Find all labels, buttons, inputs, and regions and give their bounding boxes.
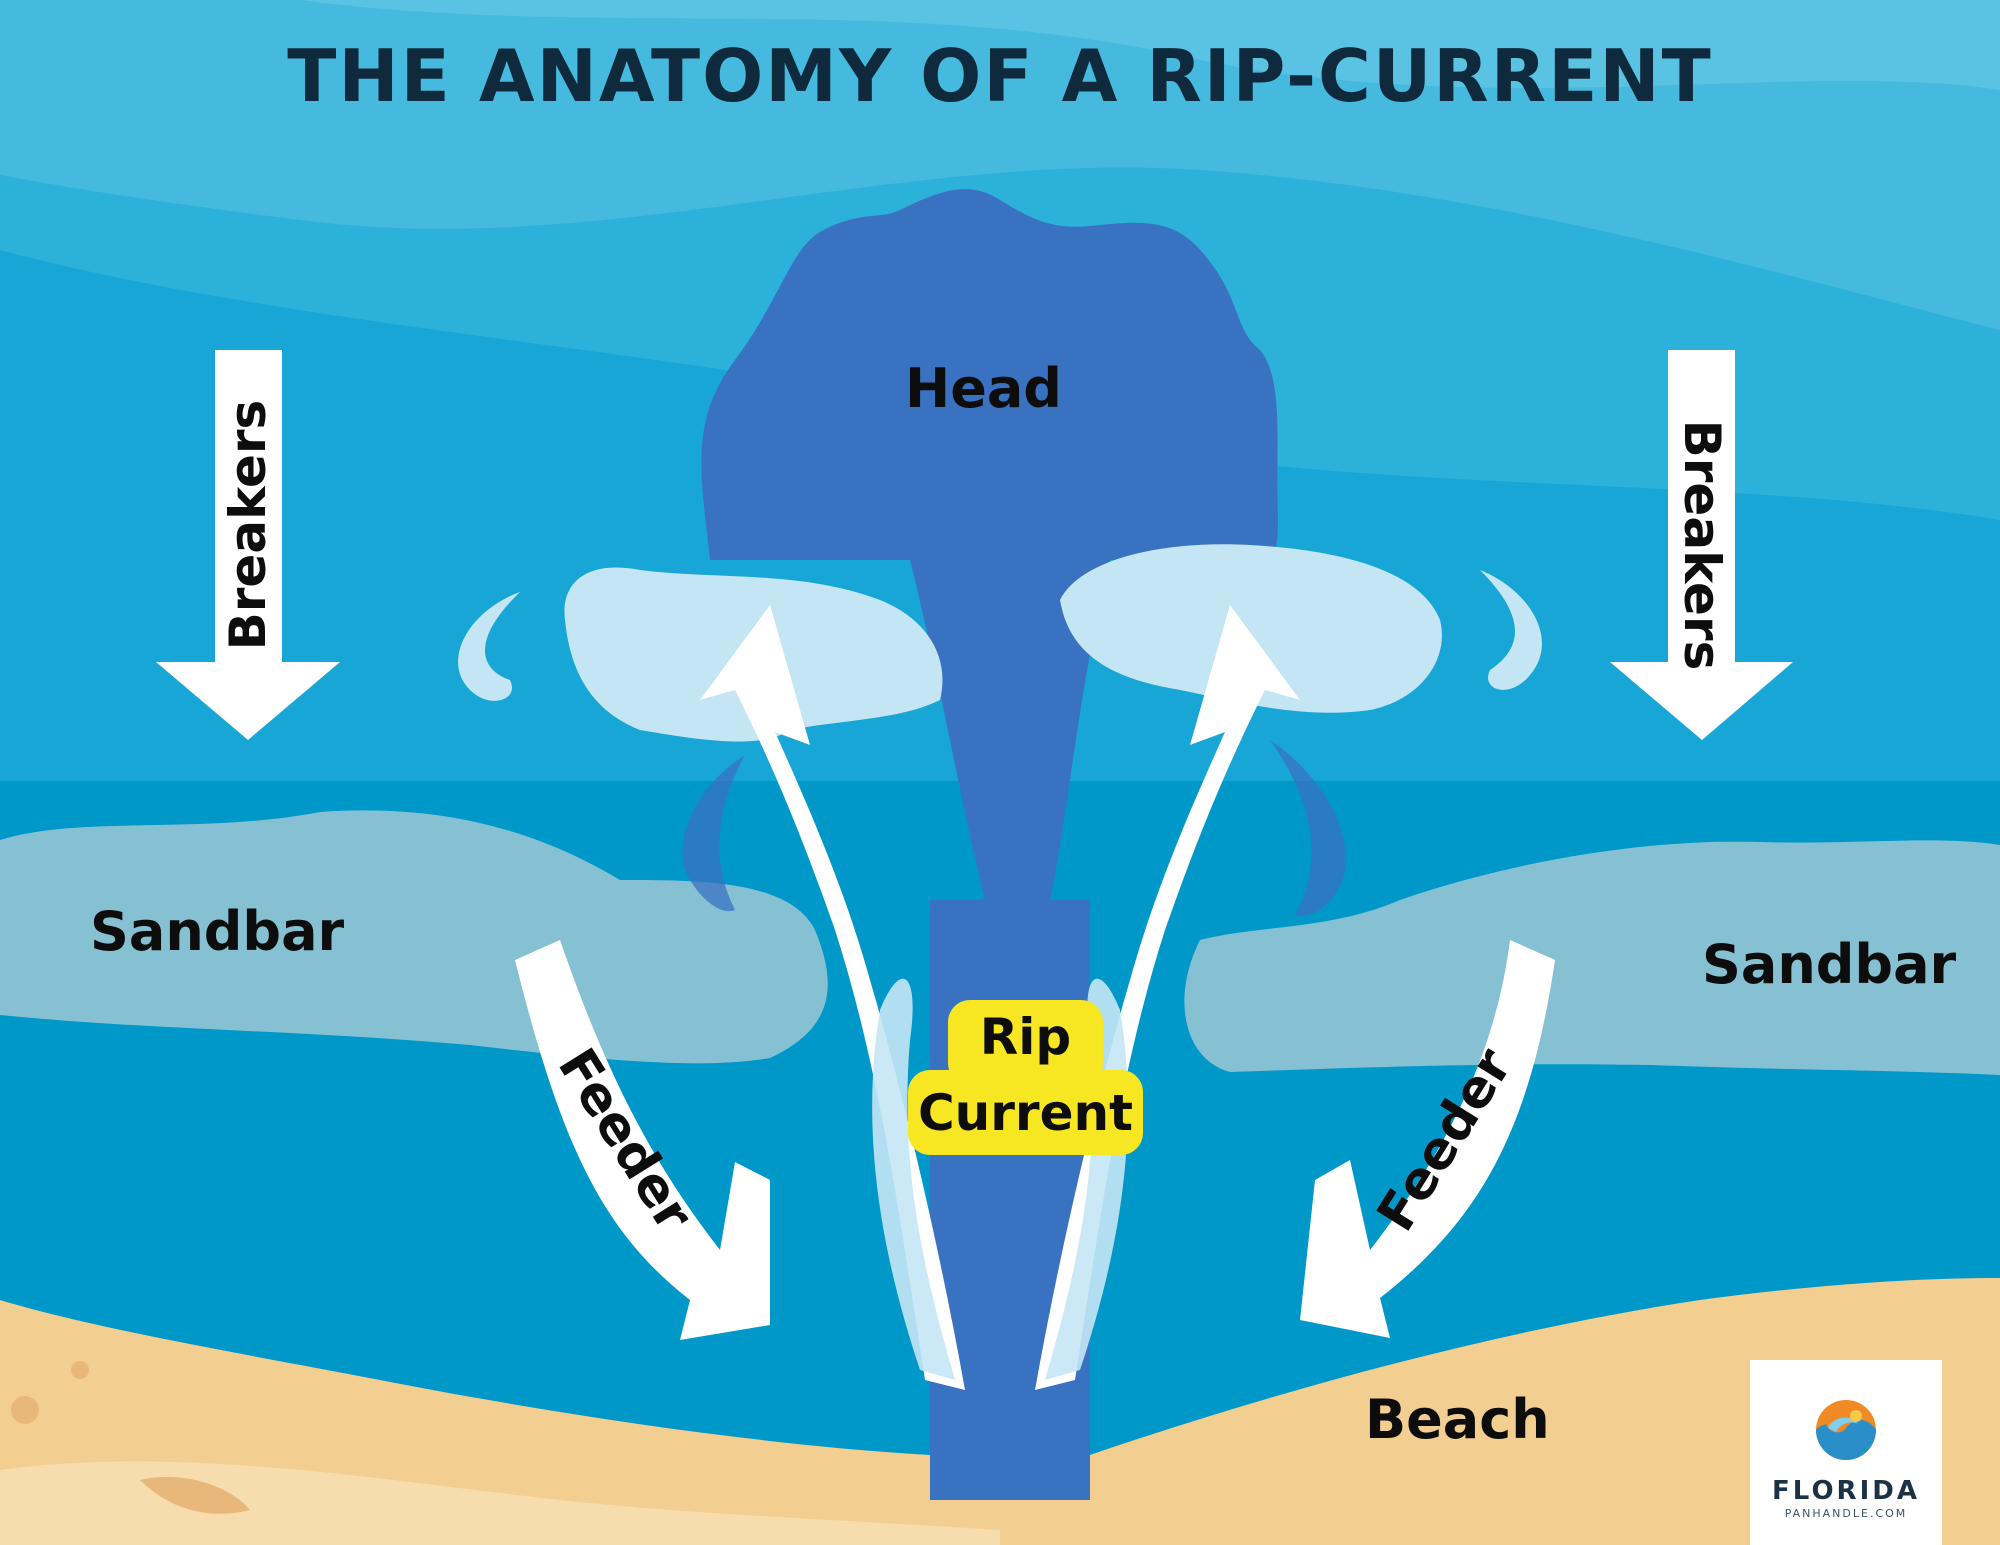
top-wave — [300, 0, 2000, 90]
sandbar-label-right: Sandbar — [1702, 933, 1957, 996]
florida-panhandle-logo: FLORIDA PANHANDLE.COM — [1750, 1360, 1942, 1545]
sandbar-right — [1184, 840, 2000, 1075]
breakers-arrow-left — [156, 350, 340, 740]
rip-head — [701, 189, 1278, 560]
sandbar-label-left: Sandbar — [90, 900, 345, 963]
beach-label: Beach — [1365, 1388, 1550, 1451]
rip-current-badge: Rip Current — [908, 1000, 1143, 1155]
sand-dot — [71, 1361, 89, 1379]
sand-patch — [140, 1476, 250, 1514]
logo-subtitle: PANHANDLE.COM — [1784, 1507, 1908, 1520]
rip-flow-accent-left — [872, 978, 955, 1380]
breakers-arrow-right — [1610, 350, 1793, 740]
foam-swirl-right — [1480, 570, 1542, 690]
rip-neck — [910, 560, 1110, 900]
logo-name: FLORIDA — [1772, 1476, 1920, 1506]
head-label: Head — [905, 357, 1062, 420]
rip-current-label-line1: Rip — [979, 1008, 1072, 1066]
foam-cloud-right — [1060, 544, 1442, 713]
rip-channel — [930, 900, 1090, 1500]
breakers-label-left: Breakers — [219, 399, 277, 651]
breakers-label-right: Breakers — [1673, 419, 1731, 671]
feeder-arrow-right — [1300, 940, 1555, 1338]
foam-swirl-left — [458, 592, 520, 701]
beach-shoreline — [0, 1461, 1000, 1545]
eddy-left — [682, 755, 745, 912]
badge-background-bottom — [908, 1070, 1143, 1155]
rip-current-label-line2: Current — [917, 1084, 1133, 1142]
wave-sun-logo-icon — [1816, 1400, 1876, 1460]
eddy-right — [1270, 740, 1347, 917]
feeder-arrow-left — [515, 940, 770, 1340]
page-title: THE ANATOMY OF A RIP-CURRENT — [287, 34, 1713, 118]
sand-dot — [11, 1396, 39, 1424]
sandbar-left — [0, 810, 828, 1064]
